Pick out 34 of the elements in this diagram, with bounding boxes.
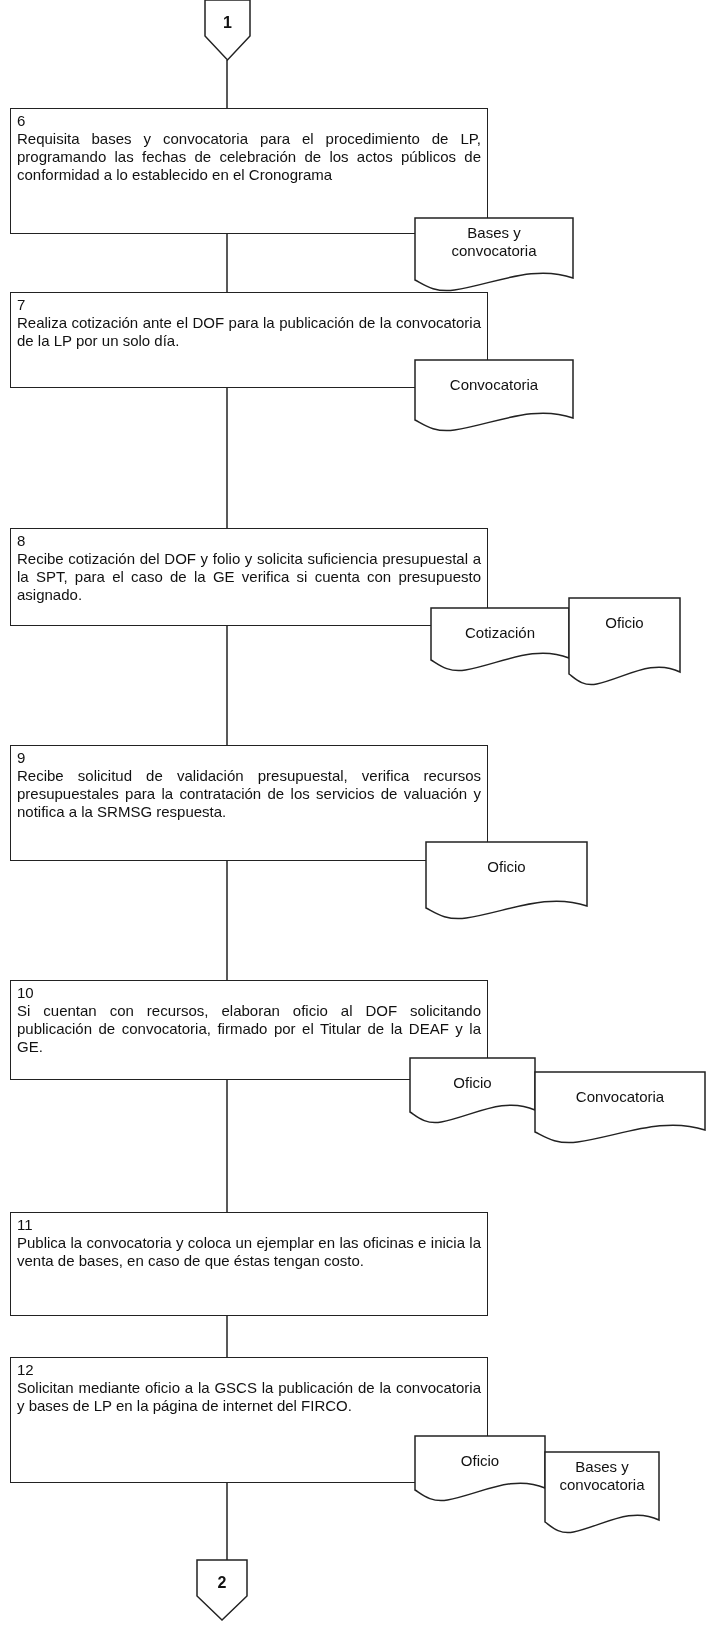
step-text: Recibe solicitud de validación presupuestal, verifica recursos presupuestales para la contratación de los servicios de valuación y notifica a la SRMSG respuesta. <box>17 767 481 821</box>
step-text: Publica la convocatoria y coloca un ejemplar en las oficinas e inicia la venta de bases, en caso de que éstas tengan costo. <box>17 1234 481 1270</box>
document-label: Oficio <box>459 1452 501 1470</box>
step-number: 12 <box>17 1361 35 1379</box>
connector-line <box>226 625 228 746</box>
step-number: 10 <box>17 984 35 1002</box>
connector-number: 1 <box>223 14 232 32</box>
process-box <box>10 1212 488 1316</box>
step-text: Si cuentan con recursos, elaboran oficio al DOF solicitando publicación de convocatoria, firmado por el Titular de la DEAF y la GE. <box>17 1002 481 1056</box>
step-number: 6 <box>17 112 27 130</box>
document-label: Oficio <box>604 614 645 632</box>
connector-line <box>226 860 228 981</box>
connector-line <box>226 1482 228 1561</box>
connector-number: 2 <box>217 1574 227 1592</box>
step-number: 9 <box>17 749 27 767</box>
connector-line <box>226 387 228 529</box>
document-label: Convocatoria <box>574 1088 666 1106</box>
document-label: Cotización <box>463 624 536 642</box>
connector-line <box>226 59 228 109</box>
document-label: Oficio <box>452 1074 493 1092</box>
document-label: Oficio <box>486 858 527 876</box>
connector-line <box>226 233 228 293</box>
step-text: Requisita bases y convocatoria para el procedimiento de LP, programando las fechas de celebración de los actos públicos de conformidad a lo establecido en el Cronograma <box>17 130 481 184</box>
connector-line <box>226 1079 228 1213</box>
step-text: Recibe cotización del DOF y folio y solicita suficiencia presupuestal a la SPT, para el caso de la GE verifica si cuenta con presupuesto asignado. <box>17 550 481 604</box>
step-number: 11 <box>17 1216 34 1234</box>
document-label: Bases y convocatoria <box>558 1458 646 1494</box>
document-label: Bases y convocatoria <box>450 224 538 260</box>
step-number: 7 <box>17 296 27 314</box>
document-label: Convocatoria <box>448 376 540 394</box>
step-text: Solicitan mediante oficio a la GSCS la publicación de la convocatoria y bases de LP en la página de internet del FIRCO. <box>17 1379 481 1415</box>
connector-line <box>226 1315 228 1358</box>
step-text: Realiza cotización ante el DOF para la publicación de la convocatoria de la LP por un solo día. <box>17 314 481 350</box>
step-number: 8 <box>17 532 27 550</box>
